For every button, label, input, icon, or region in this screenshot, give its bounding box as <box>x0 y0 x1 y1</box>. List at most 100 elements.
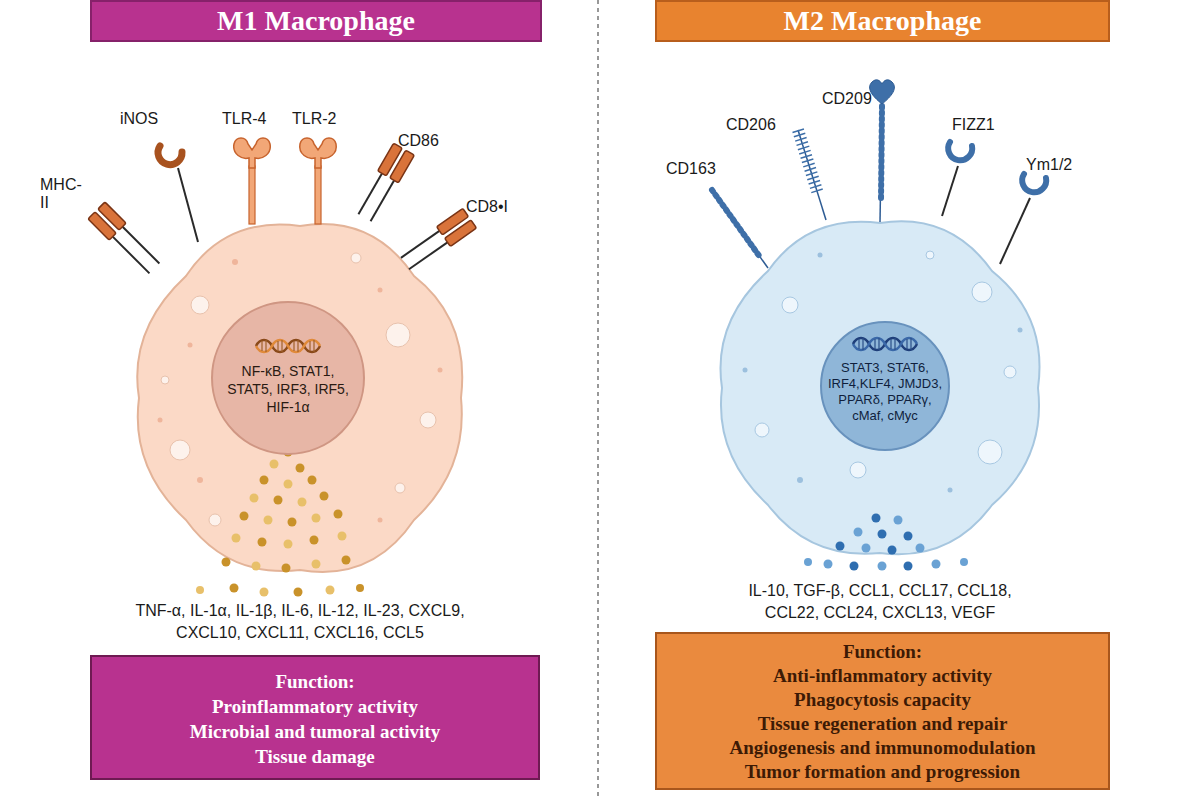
cytokine-dot <box>308 476 317 485</box>
cytokine-dot <box>334 510 343 519</box>
cd206-receptor <box>798 130 826 220</box>
m2-cytokine-dots <box>804 514 968 571</box>
function-item: Tumor formation and progression <box>657 760 1108 784</box>
cell-vesicle <box>978 440 1002 464</box>
cytokine-dot <box>250 494 259 503</box>
cytokine-dot <box>320 492 329 501</box>
receptor-label: TLR-2 <box>292 110 352 128</box>
function-item: Proinflammatory activity <box>92 694 538 719</box>
receptor-label: CD206 <box>726 116 796 134</box>
mhc-ii-receptor <box>88 202 163 277</box>
function-item: Microbial and tumoral activity <box>92 719 538 744</box>
receptor-label: CD163 <box>666 160 736 178</box>
cell-granule <box>158 418 163 423</box>
cytokine-dot <box>904 562 913 571</box>
cell-vesicle <box>351 253 361 263</box>
cytokine-dot <box>850 562 859 571</box>
panel-title: M2 Macrophage <box>784 5 982 37</box>
receptor-label: CD8•I <box>466 198 536 216</box>
cell-nucleus: STAT3, STAT6, IRF4,KLF4, JMJD3, PPARδ, P… <box>819 320 951 452</box>
receptor-label: TLR-4 <box>222 110 282 128</box>
cytokine-dot <box>878 562 887 571</box>
cytokine-dot <box>916 544 925 553</box>
cytokine-dot <box>356 584 364 592</box>
cell-vesicle <box>1004 366 1016 378</box>
cytokine-dot <box>824 560 833 569</box>
cytokine-dot <box>260 588 269 597</box>
cytokine-dot <box>284 540 293 549</box>
m2-cell-spots <box>743 251 1023 493</box>
cytokine-dot <box>894 516 903 525</box>
cytokine-dot <box>230 584 239 593</box>
cytokine-dot <box>196 586 204 594</box>
cytokine-dot <box>312 560 321 569</box>
cell-granule <box>818 253 823 258</box>
cytokine-dot <box>836 542 845 551</box>
receptor-label: FIZZ1 <box>952 116 1022 134</box>
cell-granule <box>232 259 238 265</box>
cytokine-dot <box>872 514 881 523</box>
panel-title: M1 Macrophage <box>217 5 415 37</box>
panel-divider <box>597 0 599 800</box>
cytokine-dot <box>288 518 297 527</box>
cd209-receptor <box>870 80 895 222</box>
cell-vesicle <box>850 462 866 478</box>
cytokine-dot <box>282 564 291 573</box>
cell-granule <box>1018 328 1023 333</box>
receptor-label: Ym1/2 <box>1026 156 1096 174</box>
cytokine-dot <box>296 464 305 473</box>
tlr4-receptor <box>234 138 271 224</box>
cytokine-dot <box>222 558 231 567</box>
cytokine-dot <box>264 516 273 525</box>
inos-receptor <box>158 146 198 242</box>
ym12-receptor <box>1000 174 1046 264</box>
cytokine-dot <box>326 586 335 595</box>
transcription-factors: STAT3, STAT6, IRF4,KLF4, JMJD3, PPARδ, P… <box>823 320 947 424</box>
cell-vesicle <box>420 412 436 428</box>
cytokine-dot <box>342 556 351 565</box>
m1-cell-body <box>137 224 462 572</box>
cytokine-dot <box>260 476 269 485</box>
cytokine-list: IL-10, TGF-β, CCL1, CCL17, CCL18, CCL22,… <box>720 580 1040 624</box>
function-item: Angiogenesis and immunomodulation <box>657 736 1108 760</box>
m1-cell-spots <box>158 253 443 526</box>
cell-nucleus: NF-κB, STAT1, STAT5, IRF3, IRF5, HIF-1α <box>210 300 366 456</box>
cytokine-dot <box>904 532 913 541</box>
cell-granule <box>743 368 748 373</box>
cytokine-dot <box>932 560 941 569</box>
receptor-label: CD209 <box>822 90 892 108</box>
receptor-label: CD86 <box>398 132 458 150</box>
tlr2-receptor <box>300 138 337 224</box>
cell-granule <box>438 368 443 373</box>
panel-title-band: M1 Macrophage <box>90 0 542 42</box>
cell-vesicle <box>926 251 934 259</box>
function-box: Function:Proinflammatory activityMicrobi… <box>90 655 540 780</box>
function-item: Tissue regeneration and repair <box>657 712 1108 736</box>
cytokine-dot <box>232 534 241 543</box>
cytokine-dot <box>878 530 887 539</box>
cytokine-dot <box>338 532 347 541</box>
cell-granule <box>378 288 383 293</box>
cell-granule <box>188 343 193 348</box>
cell-granule <box>197 477 203 483</box>
cytokine-dot <box>284 480 293 489</box>
cytokine-dot <box>960 558 968 566</box>
cytokine-dot <box>252 562 261 571</box>
cytokine-dot <box>854 528 863 537</box>
function-heading: Function: <box>657 640 1108 664</box>
cell-vesicle <box>755 423 769 437</box>
panel-title-band: M2 Macrophage <box>655 0 1110 42</box>
cell-vesicle <box>782 297 798 313</box>
cytokine-dot <box>274 496 283 505</box>
function-item: Phagocytosis capacity <box>657 688 1108 712</box>
function-heading: Function: <box>92 669 538 694</box>
cell-vesicle <box>191 296 209 314</box>
cytokine-dot <box>270 460 279 469</box>
function-box: Function:Anti-inflammatory activityPhago… <box>655 632 1110 790</box>
function-item: Tissue damage <box>92 744 538 769</box>
m2-cell-body <box>720 221 1039 554</box>
receptor-label: iNOS <box>120 110 180 128</box>
cell-granule <box>378 518 383 523</box>
cell-granule <box>948 488 953 493</box>
